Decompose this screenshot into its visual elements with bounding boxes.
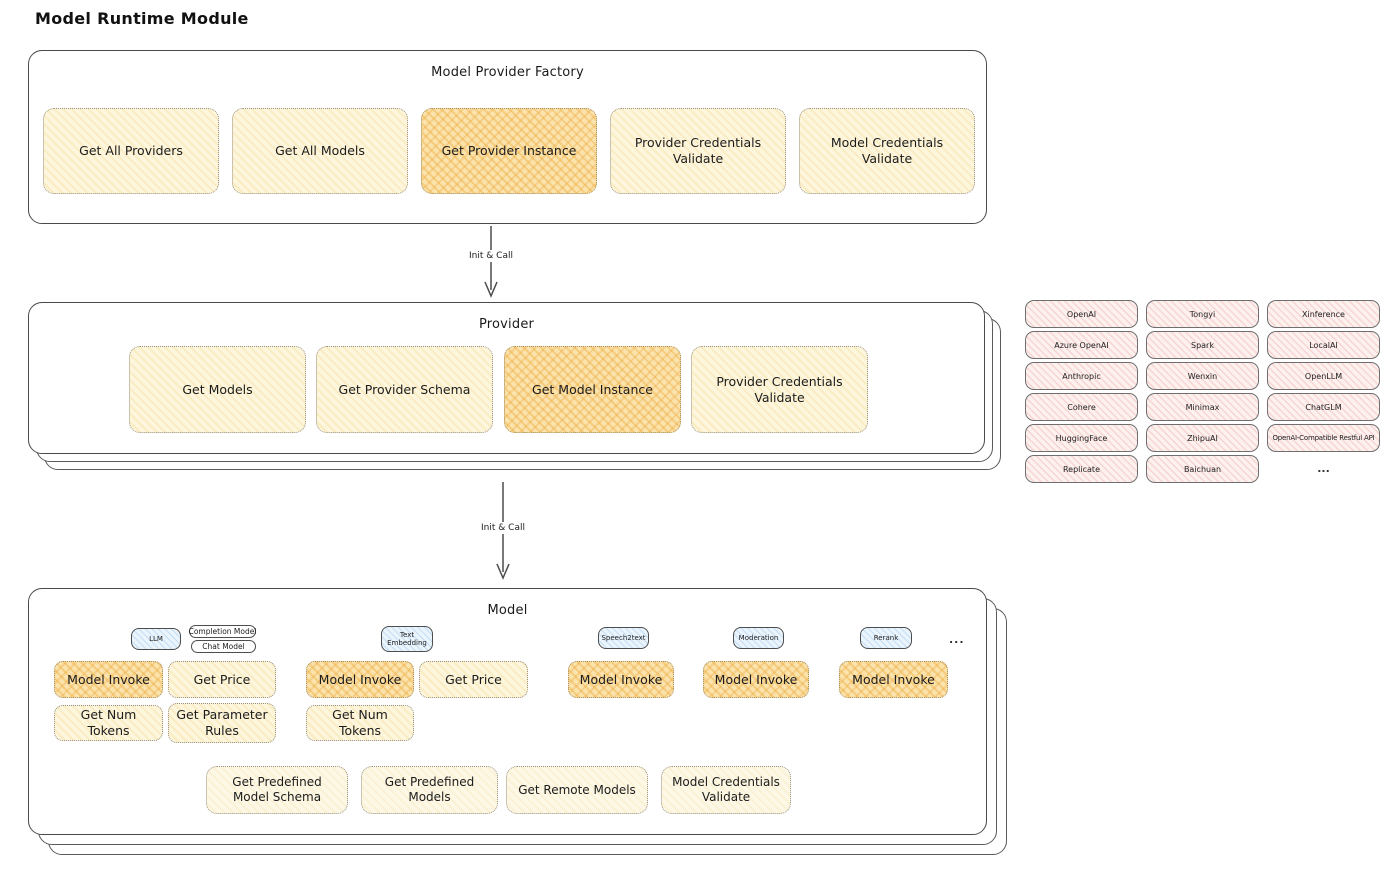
factory-op-provider-credentials-validate: Provider Credentials Validate xyxy=(610,108,786,194)
provider-op-provider-credentials-validate: Provider Credentials Validate xyxy=(691,346,868,433)
provider-chip-huggingface: HuggingFace xyxy=(1025,424,1138,452)
provider-chip-chatglm: ChatGLM xyxy=(1267,393,1380,421)
provider-chip-minimax: Minimax xyxy=(1146,393,1259,421)
provider-title: Provider xyxy=(478,317,535,332)
model-op-get-remote-models: Get Remote Models xyxy=(506,766,648,814)
moderation-op-model-invoke: Model Invoke xyxy=(703,661,809,698)
provider-chip-replicate: Replicate xyxy=(1025,455,1138,483)
provider-chip-cohere: Cohere xyxy=(1025,393,1138,421)
rerank-op-model-invoke: Model Invoke xyxy=(839,661,948,698)
provider-chip-openai: OpenAI xyxy=(1025,300,1138,328)
provider-chip-ellipsis: ... xyxy=(1317,461,1330,475)
provider-chip-tongyi: Tongyi xyxy=(1146,300,1259,328)
factory-op-get-all-providers: Get All Providers xyxy=(43,108,219,194)
model-section: Model LLM Completion Model Chat Model Te… xyxy=(28,588,1018,856)
factory-op-get-all-models: Get All Models xyxy=(232,108,408,194)
provider-op-get-models: Get Models xyxy=(129,346,306,433)
provider-chip-anthropic: Anthropic xyxy=(1025,362,1138,390)
model-type-tag-speech2text: Speech2text xyxy=(598,627,649,649)
llm-op-get-num-tokens: Get Num Tokens xyxy=(54,705,163,741)
page-title: Model Runtime Module xyxy=(35,9,249,28)
model-type-tag-rerank: Rerank xyxy=(860,627,912,649)
llm-op-get-price: Get Price xyxy=(168,661,276,698)
provider-op-get-provider-schema: Get Provider Schema xyxy=(316,346,493,433)
provider-chip-wenxin: Wenxin xyxy=(1146,362,1259,390)
model-op-model-credentials-validate: Model Credentials Validate xyxy=(661,766,791,814)
init-call-label-1: Init & Call xyxy=(459,250,523,262)
provider-chip-localai: LocalAI xyxy=(1267,331,1380,359)
model-op-get-predefined-model-schema: Get Predefined Model Schema xyxy=(206,766,348,814)
provider-chip-baichuan: Baichuan xyxy=(1146,455,1259,483)
factory-title: Model Provider Factory xyxy=(431,65,584,80)
text-embedding-op-get-price: Get Price xyxy=(419,661,528,698)
model-stack-front: Model LLM Completion Model Chat Model Te… xyxy=(28,588,987,835)
llm-op-model-invoke: Model Invoke xyxy=(54,661,163,698)
model-subtype-tag-chat-model: Chat Model xyxy=(191,640,256,653)
llm-op-get-parameter-rules: Get Parameter Rules xyxy=(168,703,276,743)
provider-chip-grid: OpenAI Tongyi Xinference Azure OpenAI Sp… xyxy=(1025,300,1380,483)
model-op-get-predefined-models: Get Predefined Models xyxy=(361,766,498,814)
provider-section: Provider Get Models Get Provider Schema … xyxy=(28,302,1018,472)
model-type-ellipsis: ... xyxy=(949,633,965,646)
model-type-tag-text-embedding: Text Embedding xyxy=(381,626,433,652)
provider-chip-xinference: Xinference xyxy=(1267,300,1380,328)
init-call-label-2: Init & Call xyxy=(471,522,535,534)
text-embedding-op-model-invoke: Model Invoke xyxy=(306,661,414,698)
provider-chip-zhipuai: ZhipuAI xyxy=(1146,424,1259,452)
model-subtype-tag-completion-model: Completion Model xyxy=(188,625,257,638)
model-type-tag-llm: LLM xyxy=(131,628,181,650)
model-title: Model xyxy=(487,603,528,618)
provider-stack-front: Provider Get Models Get Provider Schema … xyxy=(28,302,985,454)
factory-op-get-provider-instance: Get Provider Instance xyxy=(421,108,597,194)
text-embedding-op-get-num-tokens: Get Num Tokens xyxy=(306,705,414,741)
init-call-arrow-1 xyxy=(484,226,498,298)
provider-chip-azure-openai: Azure OpenAI xyxy=(1025,331,1138,359)
provider-chip-spark: Spark xyxy=(1146,331,1259,359)
model-type-tag-moderation: Moderation xyxy=(733,627,784,649)
provider-op-get-model-instance: Get Model Instance xyxy=(504,346,681,433)
provider-chip-openai-compatible-restful-api: OpenAI-Compatible Restful API xyxy=(1267,424,1380,452)
provider-chip-openllm: OpenLLM xyxy=(1267,362,1380,390)
factory-section: Model Provider Factory Get All Providers… xyxy=(28,50,987,224)
factory-op-model-credentials-validate: Model Credentials Validate xyxy=(799,108,975,194)
speech2text-op-model-invoke: Model Invoke xyxy=(568,661,674,698)
